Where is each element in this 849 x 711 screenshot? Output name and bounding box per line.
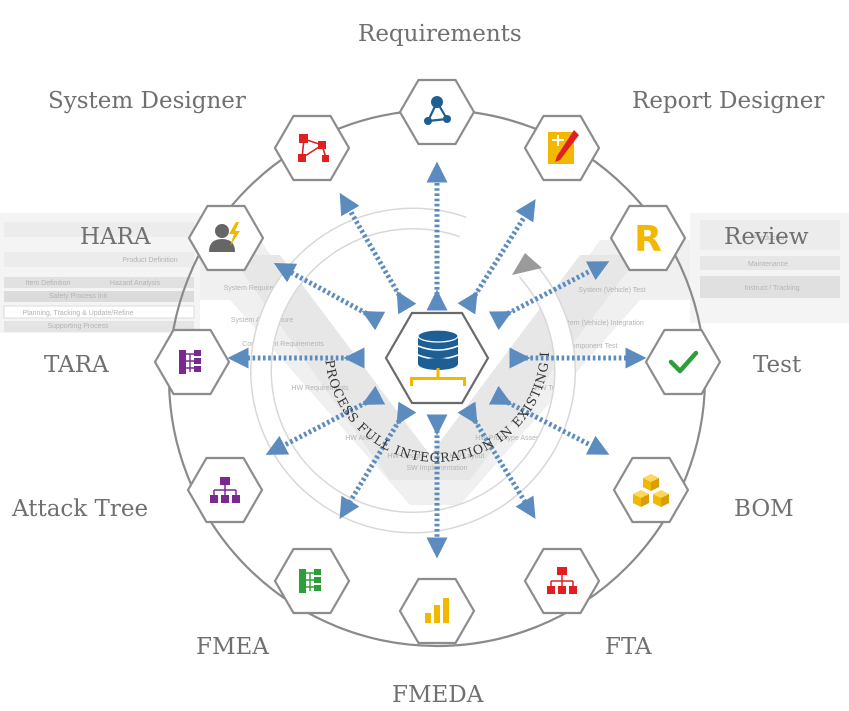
label-system-designer: System Designer (48, 88, 246, 114)
node-system-designer[interactable] (273, 114, 351, 182)
node-test[interactable] (644, 328, 722, 396)
report-pencil-icon (548, 130, 579, 164)
node-hexagon (273, 547, 351, 615)
label-review: Review (724, 224, 809, 250)
background-label: Instruct / Tracking (744, 285, 799, 292)
node-fta[interactable] (523, 547, 601, 615)
network-triangle-icon (424, 96, 451, 125)
background-label: Supporting Process (47, 323, 109, 330)
label-test: Test (753, 352, 802, 378)
background-label: Item Definition (26, 280, 71, 287)
org-chart-icon (210, 477, 240, 503)
label-requirements: Requirements (358, 21, 522, 47)
svg-text:R: R (634, 219, 662, 260)
node-tara[interactable] (153, 328, 231, 396)
node-fmea[interactable] (273, 547, 351, 615)
node-hexagon (644, 328, 722, 396)
node-review[interactable]: R (609, 204, 687, 272)
background-label: System (Vehicle) Test (578, 287, 645, 294)
fmea-tree-icon (299, 569, 321, 593)
node-attack-tree[interactable] (186, 456, 264, 524)
background-label: Component Requirements (242, 341, 324, 348)
node-ring: R (153, 78, 722, 645)
background-label: Production (753, 235, 787, 242)
fault-tree-icon (547, 567, 577, 594)
cubes-icon (633, 474, 669, 507)
background-label: Hazard Analysis (110, 280, 161, 287)
background-label: Product Definition (122, 257, 177, 264)
central-database (384, 311, 490, 405)
node-report-designer[interactable] (523, 114, 601, 182)
database-icon (410, 329, 466, 386)
label-fmeda: FMEDA (392, 682, 484, 708)
node-requirements[interactable] (398, 78, 476, 146)
review-r-icon: R (634, 219, 662, 260)
node-bom[interactable] (612, 456, 690, 524)
tara-tree-icon (179, 350, 201, 374)
connection-arrow (339, 192, 417, 315)
node-fmeda[interactable] (398, 577, 476, 645)
background-label: Maintenance (748, 261, 788, 268)
node-hexagon (187, 204, 265, 272)
label-fmea: FMEA (196, 634, 269, 660)
label-bom: BOM (734, 496, 794, 522)
connection-arrow (265, 385, 386, 455)
label-tara: TARA (44, 352, 109, 378)
system-graph-icon (298, 134, 329, 162)
label-attack-tree: Attack Tree (12, 496, 149, 522)
label-report-designer: Report Designer (632, 88, 825, 114)
checkmark-icon (668, 350, 699, 374)
node-hexagon (273, 114, 351, 182)
node-hara[interactable] (187, 204, 265, 272)
label-fta: FTA (605, 634, 652, 660)
bar-chart-icon (425, 598, 449, 623)
connection-arrow (488, 261, 610, 331)
background-label: Safety Process Init (49, 293, 107, 300)
label-hara: HARA (80, 224, 151, 250)
node-hexagon (398, 78, 476, 146)
background-label: Planning, Tracking & Update/Refine (23, 310, 134, 317)
person-bolt-icon (209, 222, 240, 252)
connection-arrow (457, 199, 536, 315)
node-hexagon (153, 328, 231, 396)
connection-arrows (227, 161, 647, 559)
background-label: System Requirements (224, 285, 293, 292)
background-label: Component Test (567, 343, 618, 350)
node-hexagon (609, 204, 687, 272)
